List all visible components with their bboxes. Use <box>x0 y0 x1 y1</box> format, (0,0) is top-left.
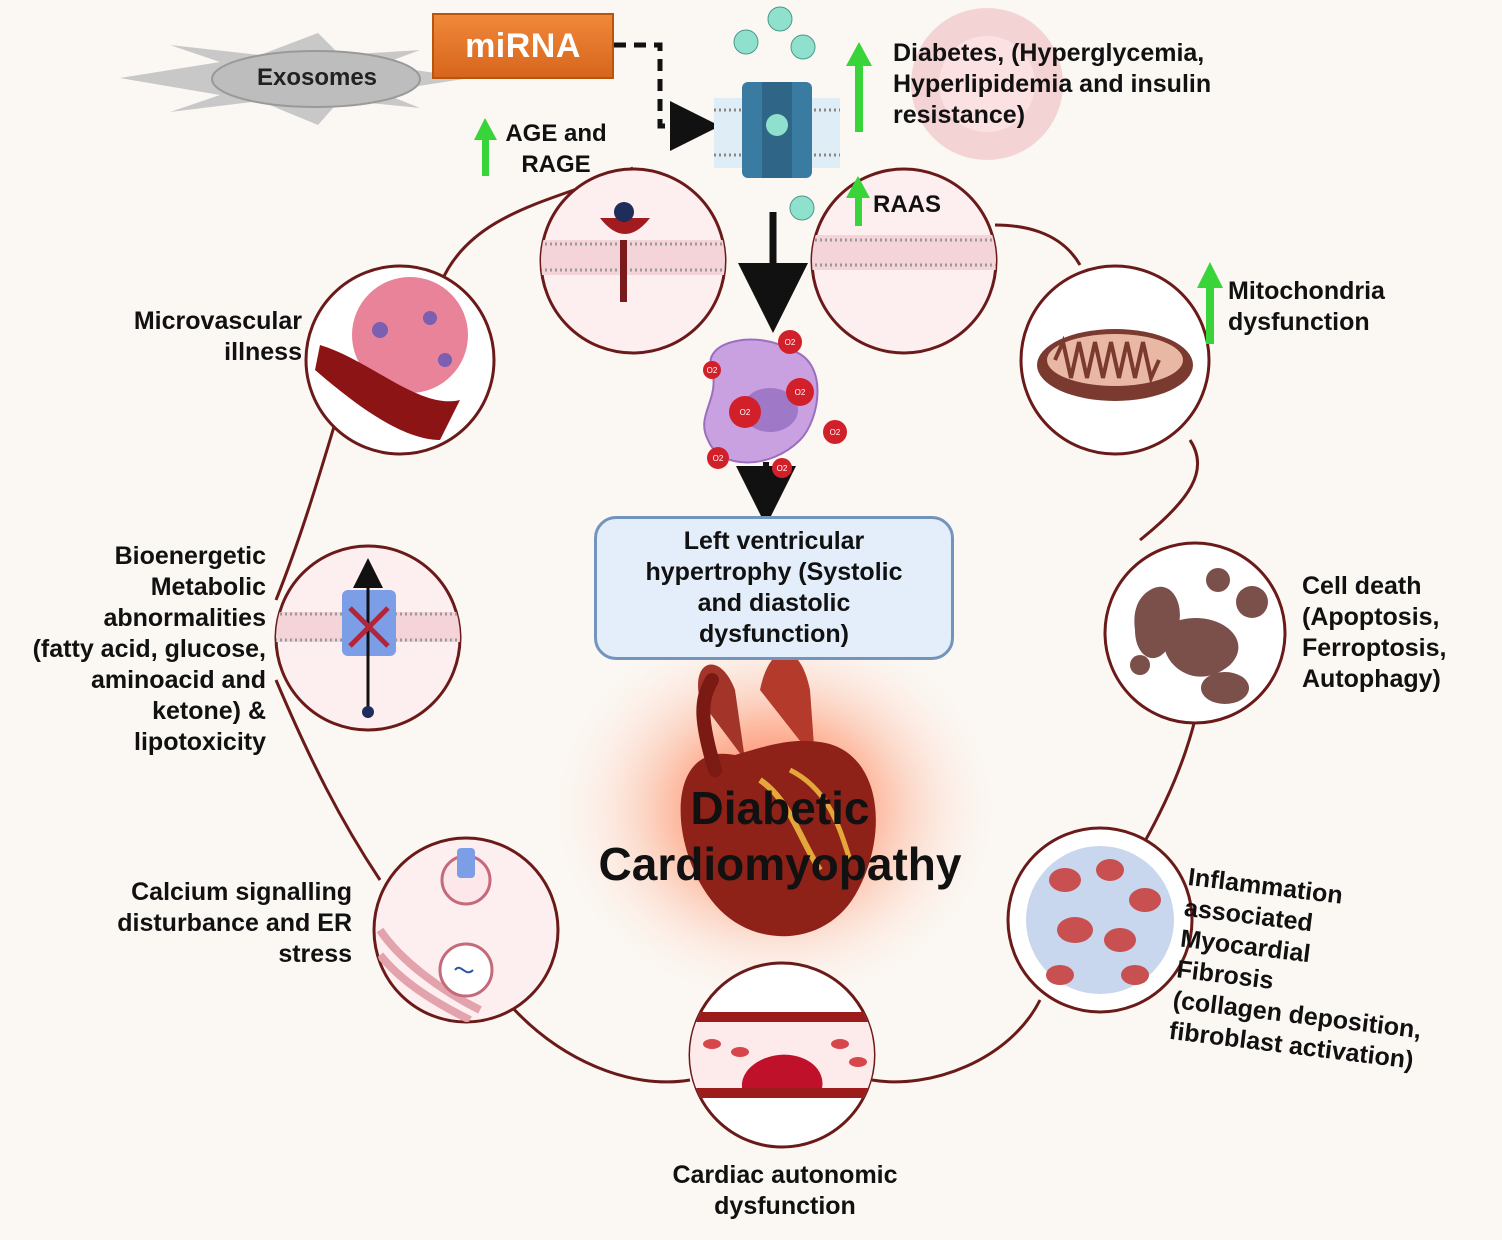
raas-label: RAAS <box>873 191 942 218</box>
lvh-box: Left ventricular hypertrophy (Systolic a… <box>594 516 954 660</box>
bioenergetic-circle <box>274 544 462 732</box>
ros-label: O2 <box>795 388 806 397</box>
bioenergetic-label: Bioenergetic Metabolic abnormalities (fa… <box>32 542 266 756</box>
lvh-label: Left ventricular hypertrophy (Systolic a… <box>645 527 903 648</box>
diagram-title: Diabetic Cardiomyopathy <box>598 782 962 890</box>
up-arrow-age-icon <box>474 118 497 176</box>
inflammation-circle <box>1006 826 1194 1014</box>
pathway-ring <box>274 166 1207 1084</box>
up-arrow-diabetes-icon <box>846 42 872 132</box>
cell-death-label: Cell death (Apoptosis, Ferroptosis, Auto… <box>1302 572 1447 693</box>
mirna-label: miRNA <box>465 26 581 65</box>
diabetes-label: Diabetes, (Hyperglycemia, Hyperlipidemia… <box>893 39 1212 129</box>
age-rage-circle <box>539 167 727 355</box>
up-arrow-mito-icon <box>1197 262 1223 344</box>
microvascular-circle <box>304 264 496 456</box>
ion-channel-icon <box>714 6 840 221</box>
age-rage-label: AGE and RAGE <box>505 120 607 178</box>
ros-label: O2 <box>830 428 841 437</box>
ros-label: O2 <box>713 454 724 463</box>
calcium-circle <box>372 836 560 1024</box>
microvascular-label: Microvascular illness <box>133 307 302 366</box>
up-arrow-raas-icon <box>846 176 870 226</box>
mitochondria-circle <box>1019 264 1211 456</box>
calcium-label: Calcium signalling disturbance and ER st… <box>117 878 352 968</box>
ros-label: O2 <box>777 464 788 473</box>
exosomes-label: Exosomes <box>256 64 378 91</box>
mirna-box: miRNA <box>432 13 614 79</box>
mitochondria-label: Mitochondria dysfunction <box>1228 277 1385 336</box>
autonomic-circle <box>688 961 876 1149</box>
autonomic-label: Cardiac autonomic dysfunction <box>672 1161 898 1220</box>
ros-label: O2 <box>707 366 718 375</box>
ros-label: O2 <box>740 408 751 417</box>
up-arrows <box>474 42 1223 344</box>
ros-label: O2 <box>785 338 796 347</box>
heart-icon <box>680 652 876 937</box>
inflammation-label: Inflammation associated Myocardial Fibro… <box>1167 862 1423 1075</box>
cell-death-circle <box>1103 541 1287 725</box>
exosomes-icon <box>120 33 470 125</box>
diabetes-vessel-icon <box>911 8 1063 160</box>
ros-burst-icons <box>703 330 847 478</box>
mirna-dashed-arrow <box>614 42 720 151</box>
